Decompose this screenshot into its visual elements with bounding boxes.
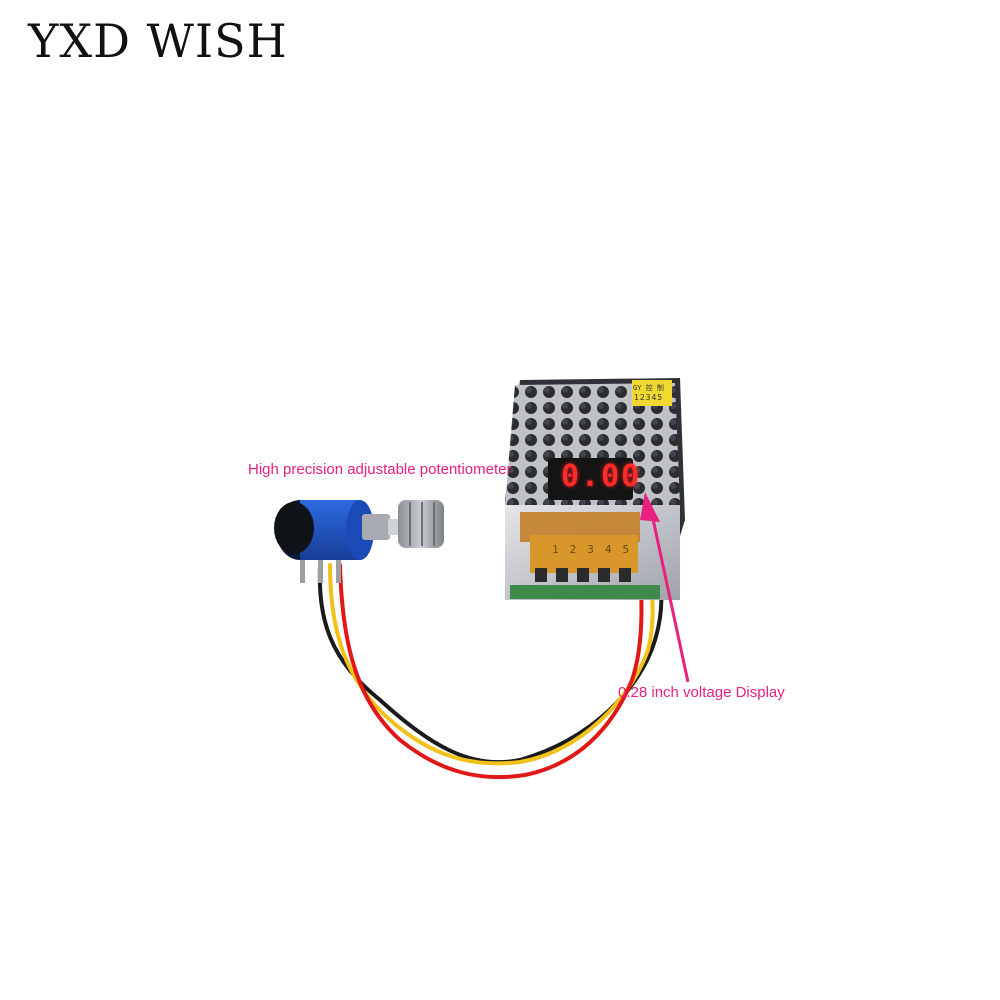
annotation-arrow xyxy=(640,492,690,683)
brand-watermark: YXD WISH xyxy=(28,14,288,68)
led-display xyxy=(548,458,633,500)
display-reading: 0.00 xyxy=(561,459,642,494)
wire-yellow xyxy=(328,558,655,766)
terminal-tag xyxy=(632,380,672,406)
terminal-numbers: 12345 xyxy=(634,393,664,402)
display-label: 0.28 inch voltage Display xyxy=(618,684,785,701)
power-module xyxy=(505,378,685,600)
potentiometer-label: High precision adjustable potentiometer xyxy=(248,461,512,478)
potentiometer xyxy=(274,500,444,583)
terminal-block-numbers: 12345 xyxy=(552,543,641,556)
terminal-tag-text: GY 控 制 xyxy=(633,384,664,392)
wire-bundle xyxy=(317,558,664,780)
wire-red xyxy=(338,558,644,780)
terminal-block xyxy=(530,535,638,573)
